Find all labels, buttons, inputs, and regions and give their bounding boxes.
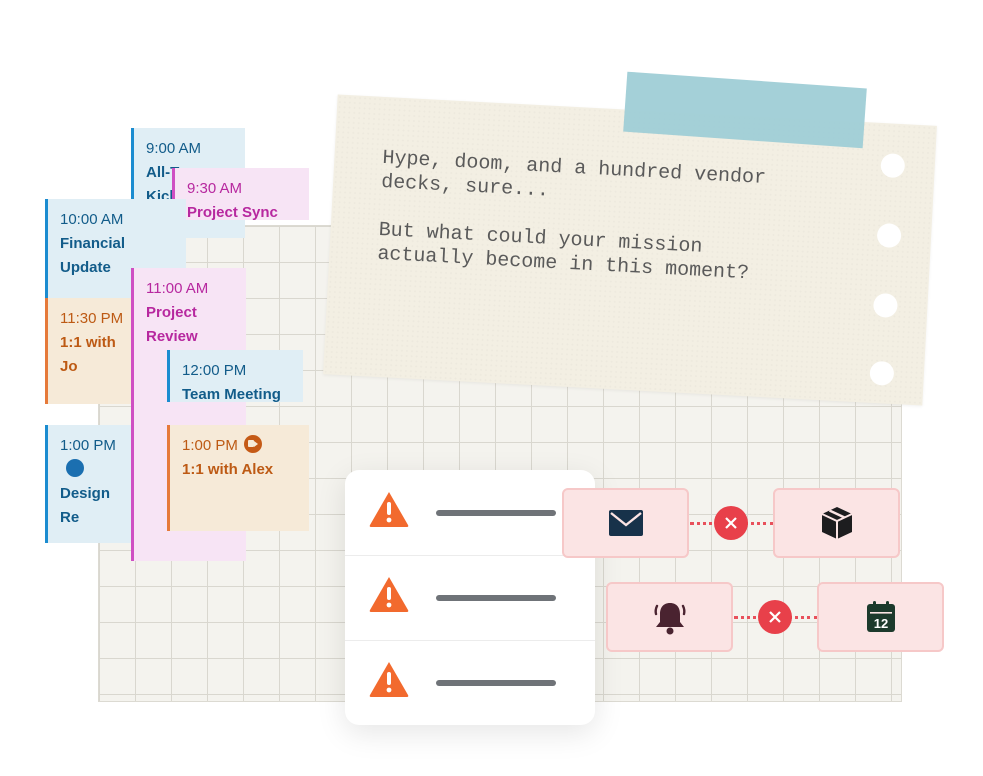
event-project-sync[interactable]: 9:30 AM Project Sync [172,168,309,220]
event-one-on-one-alex[interactable]: 1:00 PM 1:1 with Alex [167,425,309,531]
warning-icon [369,492,409,527]
punch-hole [880,153,906,179]
event-financial-update[interactable]: 10:00 AM Financial Update [45,199,186,299]
event-time: 10:00 AM [60,211,124,228]
event-title: 1:1 with Alex [182,461,274,478]
event-design-review[interactable]: 1:00 PM Design Re [45,425,145,543]
event-team-meeting[interactable]: 12:00 PM Team Meeting [167,350,303,402]
notification-card[interactable] [606,582,733,652]
alert-row[interactable] [345,640,595,725]
alert-placeholder-line [436,510,556,516]
calendar-card[interactable]: 12 [817,582,944,652]
bell-icon [653,603,686,635]
event-time: 9:00 AM [146,140,202,157]
punch-hole [872,292,899,319]
event-time: 1:00 PM [60,434,133,482]
punch-hole [876,222,902,249]
close-icon [714,506,748,540]
event-time: 1:00 PM [182,434,297,458]
event-title-line2: Review [146,328,198,345]
alerts-card [345,470,595,725]
event-title: Project [146,304,197,321]
envelope-icon [608,510,643,536]
alert-row[interactable] [345,470,595,556]
event-title: Team Meeting [182,386,281,402]
alert-row[interactable] [345,555,595,641]
email-card[interactable] [562,488,689,558]
event-one-on-one-jo[interactable]: 11:30 PM 1:1 with Jo [45,298,145,404]
calendar-day: 12 [873,616,887,631]
calendar-icon: 12 [866,601,895,632]
package-icon [821,507,852,539]
event-title: Design Re [60,485,111,526]
video-icon [66,459,84,477]
video-icon [243,435,262,453]
package-card[interactable] [773,488,900,558]
event-title: 1:1 with Jo [60,334,116,375]
alert-placeholder-line [436,680,556,686]
punch-hole [869,360,895,386]
event-time: 9:30 AM [187,180,243,197]
event-title: Financial Update [60,235,126,276]
event-title: Project Sync [187,204,278,220]
event-time: 11:00 AM [146,280,209,297]
alert-placeholder-line [436,595,556,601]
event-title: All-T [146,164,180,181]
close-icon [758,600,792,634]
warning-icon [369,662,409,697]
event-time: 12:00 PM [182,362,247,379]
event-time: 11:30 PM [60,310,124,327]
warning-icon [369,577,409,612]
